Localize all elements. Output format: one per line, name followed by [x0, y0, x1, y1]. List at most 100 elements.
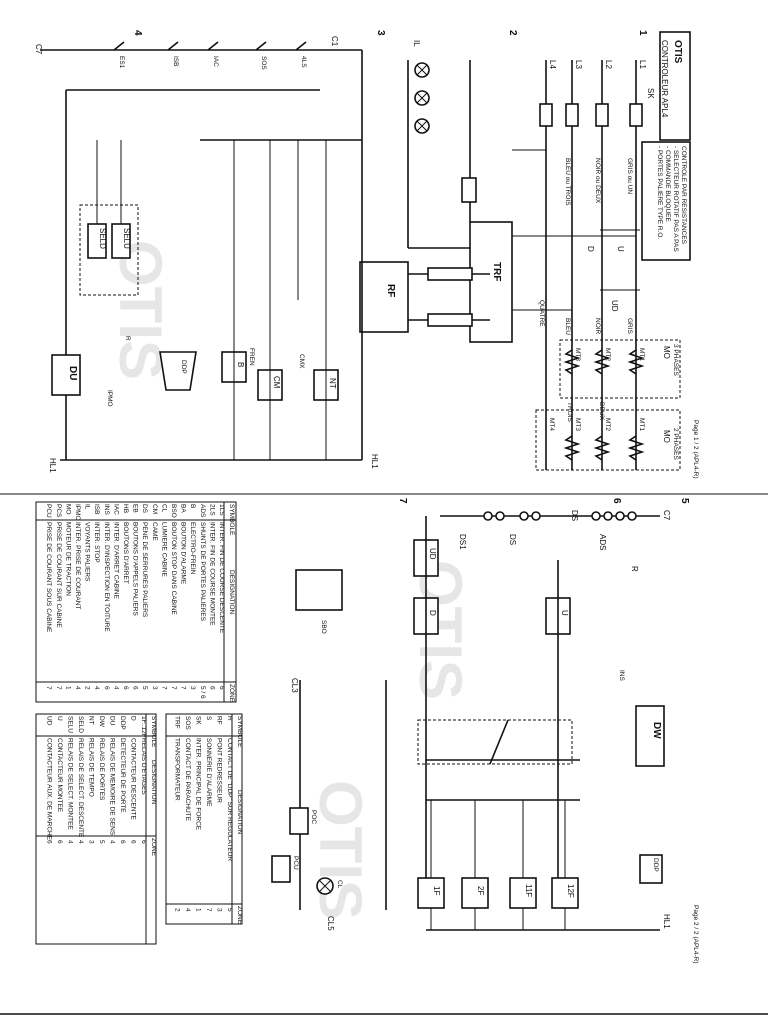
- table-cell-designation: RELAIS DE PORTES: [98, 738, 105, 801]
- table-cell-designation: RELAIS DE TEMPO: [88, 738, 95, 797]
- relay-coil: [51, 354, 81, 396]
- button-label: SBO: [320, 620, 327, 634]
- contactor-label: U: [616, 246, 625, 252]
- terminal-label: HL1: [370, 454, 379, 469]
- line-terminal: L4: [548, 60, 557, 69]
- wire-color-label: GRIS: [626, 318, 633, 335]
- motor-winding: [593, 349, 611, 375]
- relay-label: B: [236, 362, 245, 367]
- table-cell-zone: 4: [112, 686, 119, 690]
- table-cell-zone: 6: [140, 840, 147, 844]
- contact-icon: [255, 41, 267, 51]
- motor-winding: [563, 435, 581, 461]
- table-cell-zone: 6: [132, 686, 139, 690]
- table-cell-zone: 6: [56, 840, 63, 844]
- table-cell-designation: VOYANTS PALIERS: [84, 522, 91, 582]
- door-contact: [519, 511, 529, 521]
- fuse: [629, 103, 643, 127]
- table-cell-designation: PONT REDRESSEUR: [216, 738, 223, 803]
- table-cell-zone: 6: [130, 840, 137, 844]
- table-cell-zone: 7: [205, 908, 212, 912]
- logo-frame: [659, 31, 691, 141]
- terminal-label: HL1: [662, 914, 671, 929]
- table-header: SYMBOLE: [228, 504, 235, 536]
- table-cell-symbol: UD: [46, 716, 53, 726]
- table-cell-symbol: CL: [160, 504, 167, 513]
- table-cell-symbol: 1F..12F: [140, 716, 147, 738]
- socket-label: POC: [310, 810, 317, 824]
- table-cell-zone: 6: [218, 686, 225, 690]
- motor-3-phases-box: [559, 339, 681, 399]
- ddp-label: DDP: [652, 858, 659, 872]
- contact-label: IPMO: [106, 390, 113, 407]
- table-cell-symbol: D: [130, 716, 137, 721]
- wire-color-label: NOIR ou DEUX: [594, 158, 601, 204]
- motor-winding: [563, 349, 581, 375]
- terminal-label: HL1: [48, 458, 57, 473]
- transformer-section: TRF IL: [407, 40, 636, 343]
- floor-relay-label: 11F: [524, 884, 533, 897]
- fuse: [595, 103, 609, 127]
- line-terminal: L2: [604, 60, 613, 69]
- table-cell-designation: RELAIS DE SELECT. MONTEE: [67, 738, 74, 830]
- table-cell-designation: INTER. PRISE DE COURANT: [74, 522, 81, 609]
- table-cell-symbol: DS: [141, 504, 148, 514]
- wire-color-label: BLEU: [564, 318, 571, 335]
- table-cell-designation: TRANSFORMATEUR: [174, 738, 181, 801]
- table-cell-zone: 5: [226, 908, 233, 912]
- table-cell-designation: MOTEUR DE TRACTION: [64, 522, 71, 596]
- table-cell-symbol: DU: [109, 716, 116, 726]
- wire-color-label: DEUX: [598, 402, 605, 421]
- table-cell-designation: SONNERIE D'ALARME: [205, 738, 212, 807]
- zone-number: 6: [611, 498, 622, 504]
- motor-winding: [627, 349, 645, 375]
- info-line: CONTROLE PAR RESISTANCES: [680, 146, 687, 245]
- table-cell-symbol: SELD: [77, 716, 84, 733]
- relay-label: DU: [67, 366, 78, 380]
- table-cell-zone: 3: [88, 840, 95, 844]
- door-detector: [639, 854, 663, 884]
- lamp-cross: [416, 92, 428, 104]
- terminal-label: CL5: [326, 916, 335, 931]
- socket: [271, 855, 291, 883]
- table-frame: [35, 713, 157, 945]
- door-contact: [603, 511, 613, 521]
- table-cell-zone: 2: [174, 908, 181, 912]
- table-cell-designation: CAME: [151, 522, 158, 541]
- table-cell-zone: 4: [93, 686, 100, 690]
- wire-color-label: NOIR: [594, 318, 601, 335]
- wire-color-label: QUATRE: [538, 300, 545, 327]
- table-cell-designation: BOUTON STOP DANS CABINE: [170, 522, 177, 615]
- motor-phase-label: 2 PHASES: [672, 428, 679, 460]
- relay-label: NT: [328, 378, 337, 389]
- table-cell-symbol: U: [56, 716, 63, 721]
- contact-icon: [167, 41, 179, 51]
- table-cell-zone: 3: [189, 686, 196, 690]
- table-cell-designation: INTER. D'ARRET CABINE: [112, 522, 119, 600]
- table-cell-designation: RELAIS DE SELECT. DESCENTE: [77, 738, 84, 838]
- lamp-cross: [318, 879, 332, 893]
- motor-terminal: MT3: [574, 348, 581, 361]
- lamp-cross: [416, 120, 428, 132]
- table-cell-designation: CONTACT DE PARACHUTE: [184, 738, 191, 822]
- table-cell-symbol: CM: [151, 504, 158, 514]
- motor-terminal: MT1: [638, 418, 645, 431]
- selector-label: SELU: [122, 228, 131, 249]
- table-cell-symbol: HB: [122, 504, 129, 513]
- door-contact: [615, 511, 625, 521]
- alarm-bell: [295, 569, 343, 611]
- motor-terminal: MT4: [548, 418, 555, 431]
- table-cell-symbol: IAC: [112, 504, 119, 515]
- table-cell-designation: ELECTRO-FREIN: [189, 522, 196, 575]
- table-cell-symbol: EB: [132, 504, 139, 513]
- table-header: DESIGNATION: [150, 760, 157, 805]
- transformer-block: [469, 221, 513, 343]
- motor-winding: [627, 435, 645, 461]
- fuse: [539, 103, 553, 127]
- motor-name: MO: [662, 346, 671, 359]
- table-cell-symbol: INS: [103, 504, 110, 516]
